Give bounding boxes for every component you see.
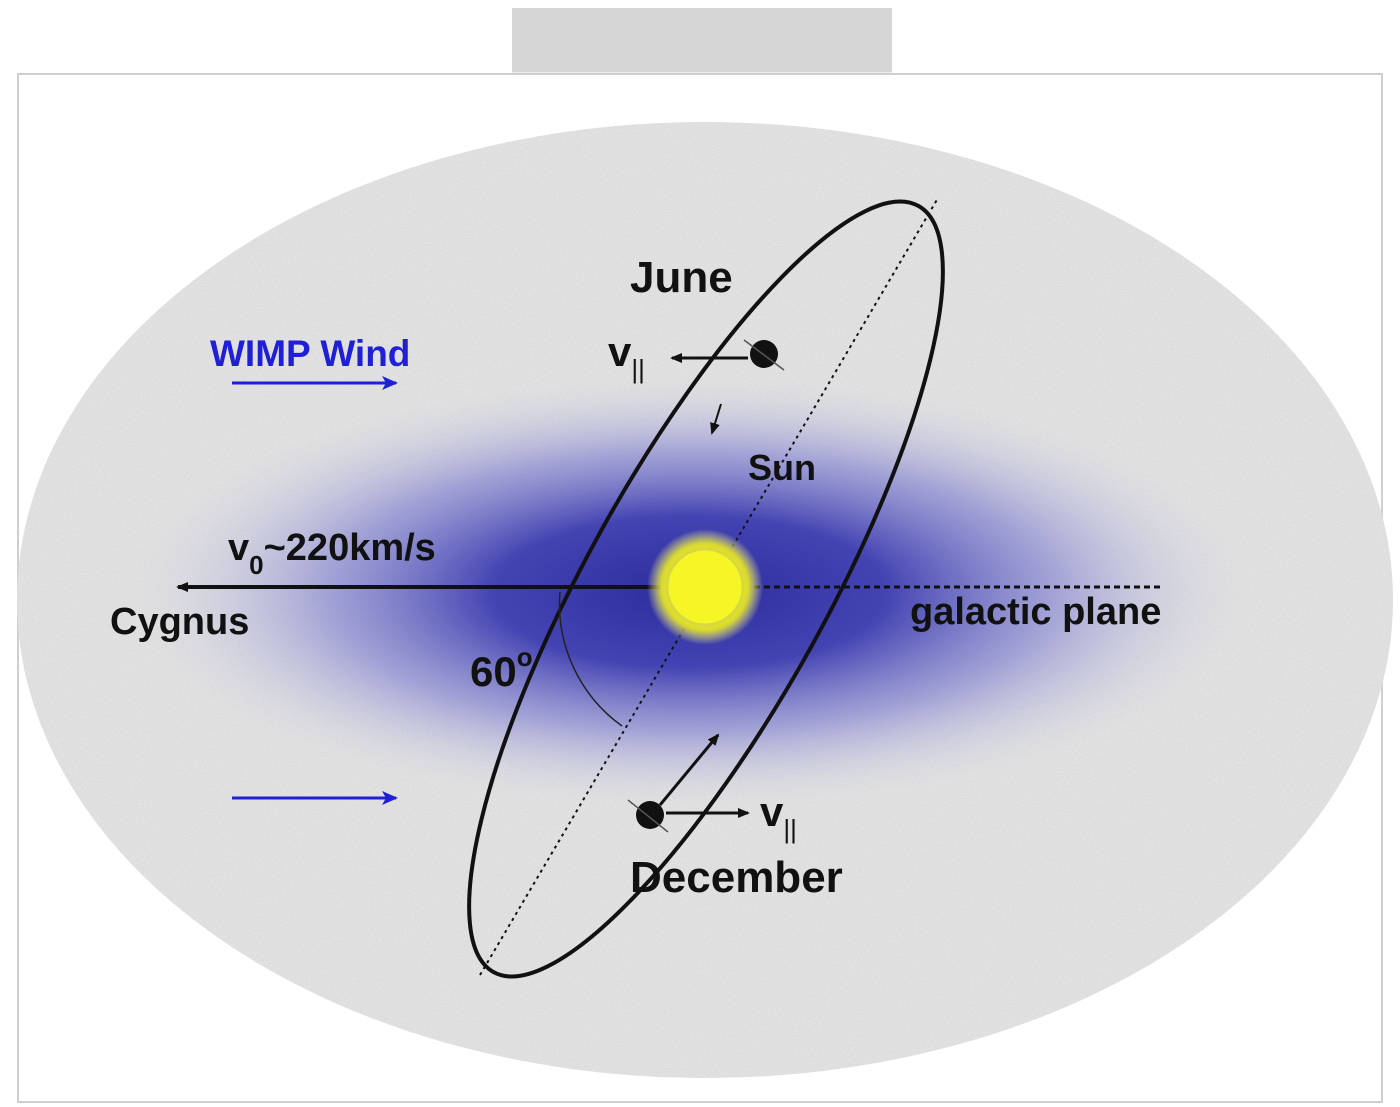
orbit-arrow-top bbox=[710, 403, 722, 435]
cygnus-label: Cygnus bbox=[110, 601, 249, 643]
v-parallel-bottom-label: v|| bbox=[760, 788, 797, 844]
earth-june-marker bbox=[750, 340, 778, 368]
earth-december-marker bbox=[636, 801, 664, 829]
earth-orbit bbox=[467, 199, 945, 979]
december-label: December bbox=[630, 853, 843, 902]
galactic-plane-label: galactic plane bbox=[910, 591, 1161, 633]
june-label: June bbox=[630, 253, 733, 302]
v-parallel-top-label: v|| bbox=[608, 328, 645, 384]
orbit-arrow-bottom bbox=[658, 733, 720, 806]
wimp-wind-label: WIMP Wind bbox=[210, 333, 410, 374]
sun-icon bbox=[665, 547, 745, 627]
velocity-label: v0~220km/s bbox=[228, 527, 436, 580]
angle-label: 60o bbox=[470, 642, 533, 695]
angle-arc bbox=[558, 591, 623, 727]
sun-label: Sun bbox=[748, 447, 816, 488]
